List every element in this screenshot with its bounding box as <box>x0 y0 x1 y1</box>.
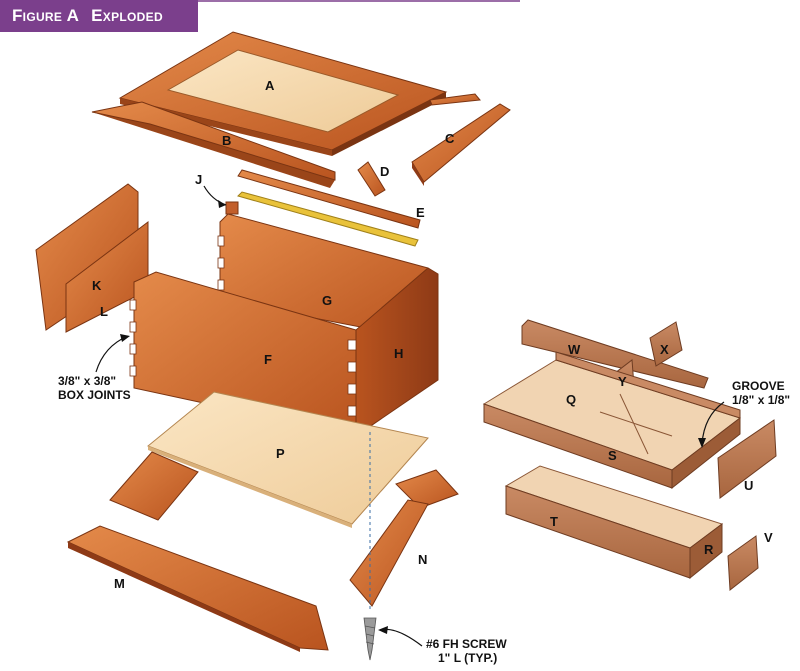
base-molding-right <box>395 469 459 509</box>
label-d: D <box>380 164 389 179</box>
label-e: E <box>416 205 425 220</box>
label-k: K <box>92 278 102 293</box>
note-box-joints-1: 3/8" x 3/8" <box>58 374 116 388</box>
note-box-joints-2: BOX JOINTS <box>58 388 131 402</box>
base-molding-left <box>109 451 199 521</box>
hinge-block-j <box>225 201 239 215</box>
note-screw-2: 1" L (TYP.) <box>438 651 497 665</box>
label-w: W <box>568 342 581 357</box>
label-g: G <box>322 293 332 308</box>
figure-tag: Figure A <box>12 6 80 25</box>
figure-caption: Exploded View <box>12 6 163 57</box>
label-c: C <box>445 131 455 146</box>
lower-tray <box>504 465 724 580</box>
box-side-h <box>355 267 439 437</box>
label-l: L <box>100 304 108 319</box>
lid-frame-top <box>118 31 448 156</box>
note-screw-1: #6 FH SCREW <box>426 637 507 651</box>
base-molding-n <box>349 499 429 607</box>
tray-end-u <box>717 419 777 499</box>
box-joint-notches <box>129 235 357 417</box>
label-q: Q <box>566 392 576 407</box>
label-u: U <box>744 478 753 493</box>
leader-j-arrow <box>218 200 226 208</box>
tray-divider-x <box>649 321 683 367</box>
leader-j <box>203 185 227 206</box>
label-f: F <box>264 352 272 367</box>
label-j: J <box>195 172 202 187</box>
brass-hinge <box>237 191 419 247</box>
lid-stop-d <box>357 161 386 197</box>
lid-frame-side-b <box>91 101 336 188</box>
label-n: N <box>418 552 427 567</box>
label-p: P <box>276 446 285 461</box>
label-v: V <box>764 530 773 545</box>
upper-tray <box>482 351 742 490</box>
note-groove-2: 1/8" x 1/8" <box>732 393 790 407</box>
leader-screw-arrow <box>378 626 388 634</box>
leader-groove-arrow <box>698 438 706 448</box>
leader-box-joints <box>95 335 129 373</box>
tray-end-v <box>727 535 759 591</box>
label-a: A <box>265 78 275 93</box>
hinge-strip-e <box>237 169 421 229</box>
label-r: R <box>704 542 714 557</box>
leader-box-joints-arrow <box>120 334 130 342</box>
bottom-panel-p-edge <box>148 446 352 528</box>
label-h: H <box>394 346 403 361</box>
label-x: X <box>660 342 669 357</box>
lid-cleat <box>429 93 481 106</box>
label-t: T <box>550 514 558 529</box>
tray-divider-w <box>521 319 709 389</box>
label-s: S <box>608 448 617 463</box>
label-b: B <box>222 133 231 148</box>
label-m: M <box>114 576 125 591</box>
base-molding-m <box>66 525 329 652</box>
screw-icon <box>363 617 377 661</box>
note-groove-1: GROOVE <box>732 379 785 393</box>
label-y: Y <box>618 374 627 389</box>
lid-frame-side-c <box>411 103 511 186</box>
